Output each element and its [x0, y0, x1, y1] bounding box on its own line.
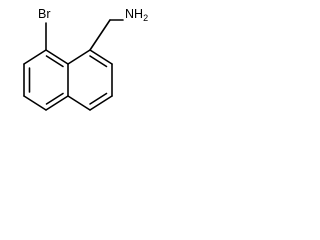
amine-label-subscript: 2	[143, 13, 148, 23]
chemical-structure: Br NH2	[23, 7, 148, 111]
bond-c6-c5	[23, 95, 47, 111]
bond-c1-ch2	[89, 19, 111, 51]
bond-c8a-c1	[67, 49, 91, 65]
bond-c3-c4	[89, 95, 113, 111]
bond-c1-c2	[89, 49, 113, 65]
double-bond-c1-c2-inner	[89, 55, 108, 68]
double-bond-c3-c4-inner	[89, 92, 108, 105]
bond-c8-c7	[23, 49, 47, 65]
bromine-label: Br	[38, 7, 51, 21]
amine-label-main: NH	[125, 7, 143, 21]
double-bond-c5-c4a-inner	[45, 92, 64, 105]
double-bond-c8a-c8-inner	[45, 55, 64, 68]
bond-c5-c4a	[45, 95, 69, 111]
bond-c4-c4a	[67, 95, 91, 111]
bond-c8a-c8	[45, 49, 69, 65]
amine-label: NH2	[125, 7, 148, 23]
